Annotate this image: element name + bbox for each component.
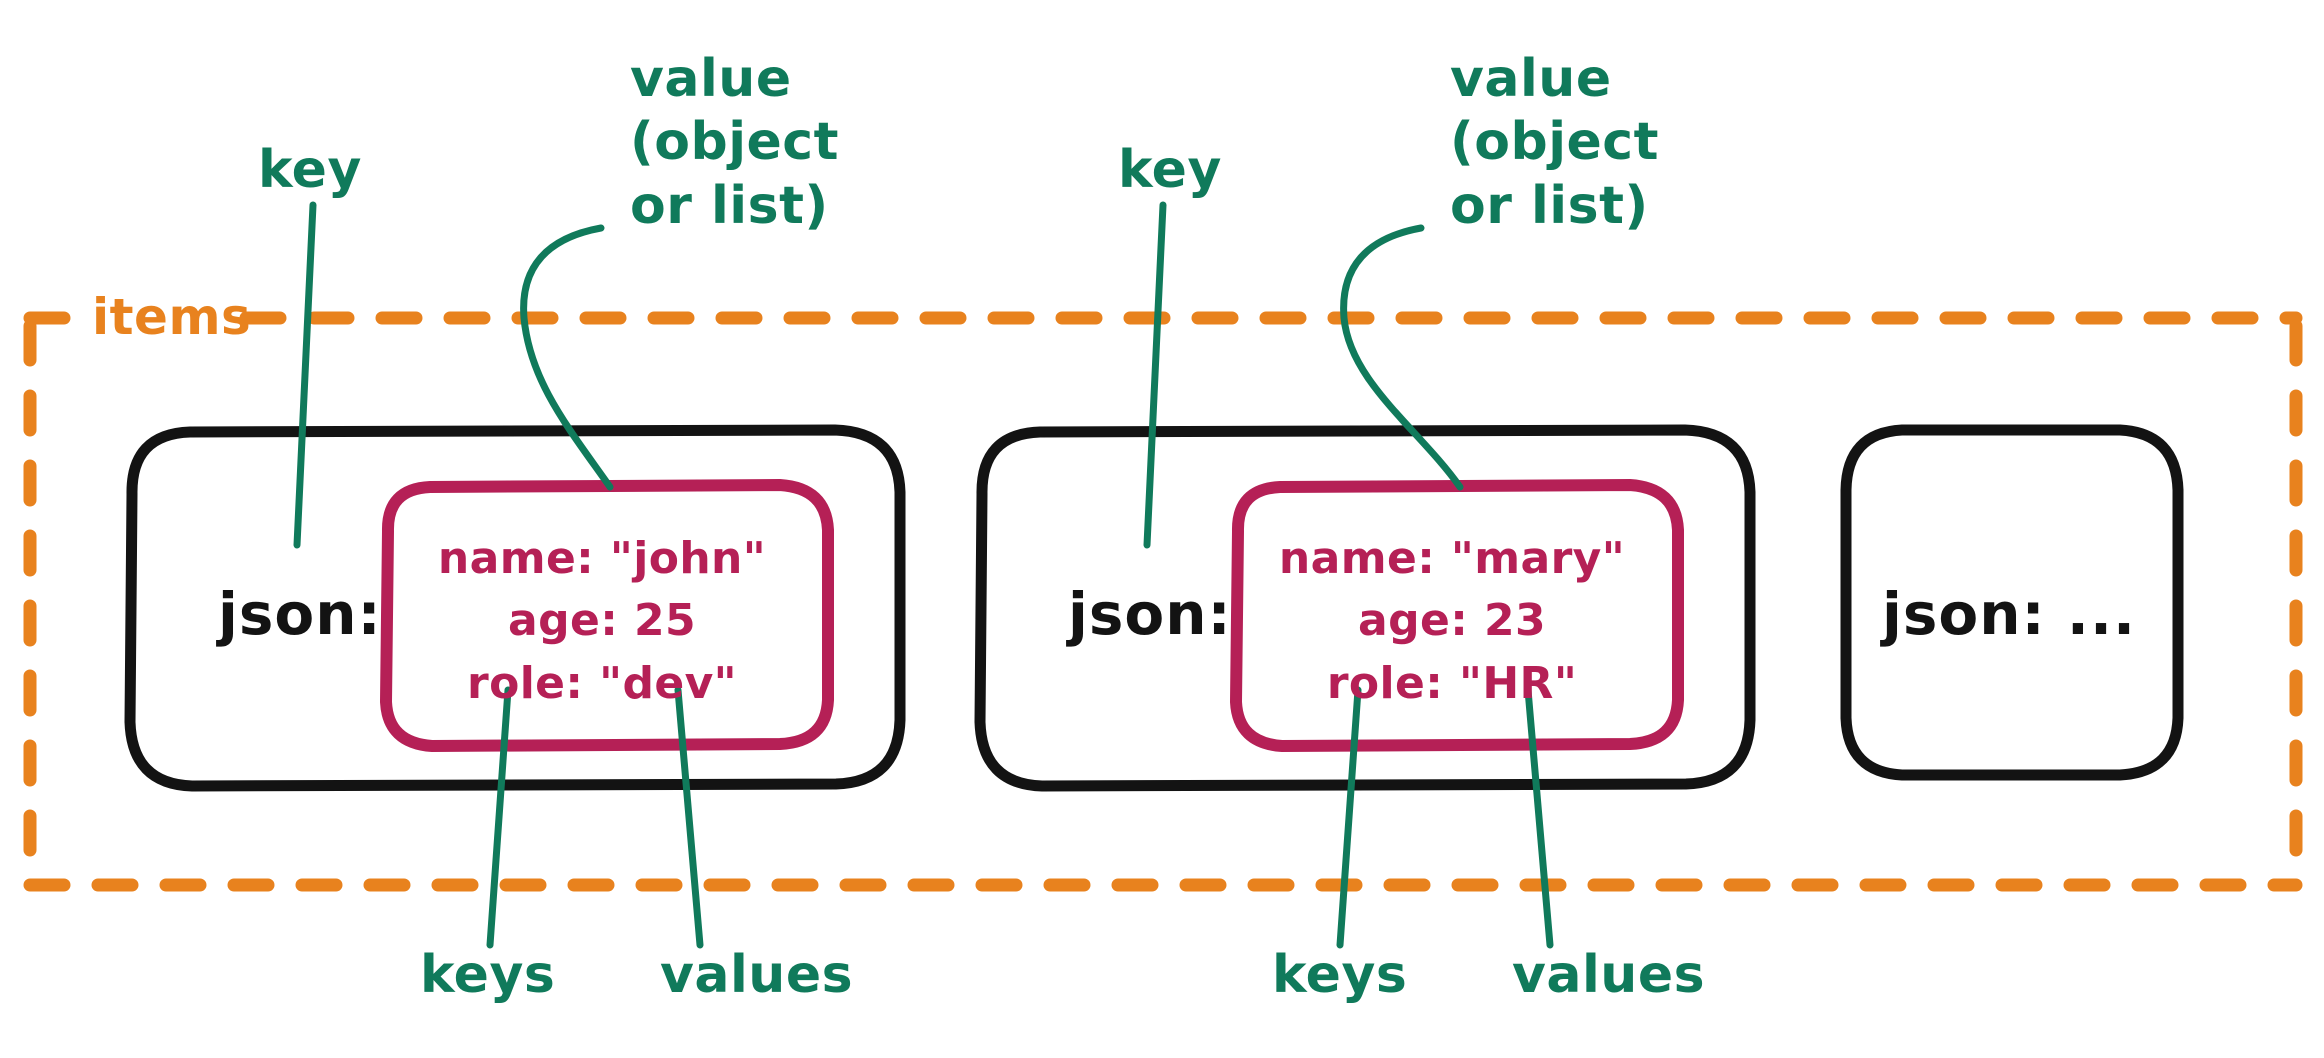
json-object-1-body: name: "john" age: 25 role: "dev" [396, 528, 808, 715]
annotation-value-left-line-3: or list) [630, 175, 829, 236]
annotation-value-right-line-1: value [1450, 49, 1612, 109]
leader-keys-left [486, 686, 512, 949]
json-object-2-line-1: name: "mary" [1278, 533, 1626, 584]
annotation-value-right-line-2: (object [1450, 112, 1659, 173]
json-card-1-outline [124, 424, 906, 792]
json-card-3-outline [1840, 424, 2184, 781]
annotation-keys-left: keys [420, 945, 556, 1005]
leader-key-left [293, 201, 317, 549]
annotation-key-left: key [258, 140, 362, 200]
json-card-1-key-label: json: [218, 580, 382, 648]
annotation-value-right-line-3: or list) [1450, 175, 1649, 236]
json-card-2-outline [974, 424, 1756, 792]
annotation-key-right: key [1118, 140, 1222, 200]
annotation-value-left-line-2: (object [630, 112, 839, 173]
leader-values-right [1524, 686, 1554, 949]
leader-value-right [1340, 224, 1464, 491]
annotation-value-right: value (object or list) [1450, 48, 1659, 238]
items-container-border [23, 311, 2303, 892]
items-container-label: items [92, 288, 252, 346]
annotation-value-left-line-1: value [630, 49, 792, 109]
json-object-1-outline [380, 479, 834, 752]
json-object-1-line-2: age: 25 [508, 595, 696, 647]
leader-keys-right [1336, 686, 1362, 949]
json-object-2-outline [1230, 479, 1684, 752]
annotation-keys-right: keys [1272, 945, 1408, 1005]
json-card-3-key-label: json: ... [1882, 580, 2137, 648]
leader-key-right [1143, 201, 1167, 549]
json-object-1-line-1: name: "john" [437, 533, 767, 584]
json-object-1-line-3: role: "dev" [466, 657, 738, 709]
annotation-values-left: values [660, 945, 854, 1005]
leader-value-left [520, 224, 614, 491]
json-card-2-key-label: json: [1068, 580, 1232, 648]
annotation-value-left: value (object or list) [630, 48, 839, 238]
leader-values-left [674, 686, 704, 949]
json-object-2-body: name: "mary" age: 23 role: "HR" [1246, 528, 1658, 715]
json-object-2-line-3: role: "HR" [1326, 657, 1578, 709]
annotation-values-right: values [1512, 945, 1706, 1005]
json-object-2-line-2: age: 23 [1358, 595, 1546, 647]
